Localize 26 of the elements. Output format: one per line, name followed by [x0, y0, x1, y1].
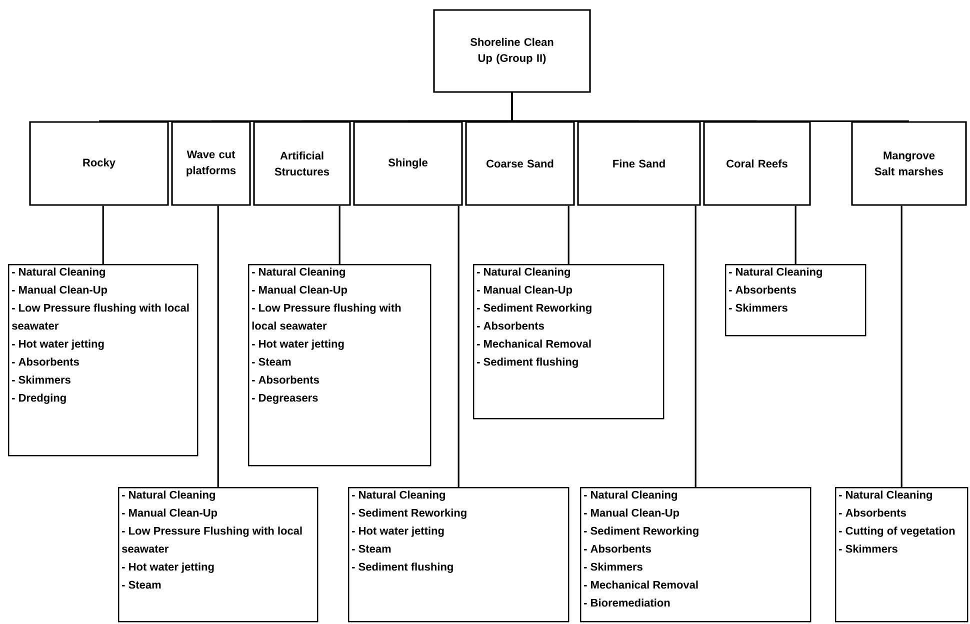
connector-line [102, 206, 104, 264]
connector-line [458, 206, 460, 487]
method-list-box: - Natural Cleaning - Manual Clean-Up - Sediment Reworking - Absorbents - Mechanical Removal - Sediment flushing [473, 264, 664, 420]
category-box: Mangrove Salt marshes [851, 121, 967, 206]
method-list-box: - Natural Cleaning - Sediment Reworking - Hot water jetting - Steam - Sediment flushing [348, 487, 570, 622]
connector-line [568, 206, 570, 264]
connector-line [794, 206, 796, 264]
category-box: Fine Sand [577, 121, 701, 206]
connector-line [900, 206, 902, 487]
connector-line [511, 92, 909, 122]
method-list-box: - Natural Cleaning - Manual Clean-Up - Low Pressure Flushing with local seawater - Hot water jetting - Steam [118, 487, 318, 622]
root-box: Shoreline Clean Up (Group II) [433, 9, 591, 93]
category-box: Rocky [29, 121, 169, 206]
method-list-box: - Natural Cleaning - Absorbents - Skimmers [725, 264, 866, 336]
method-list-box: - Natural Cleaning - Absorbents - Cutting of vegetation - Skimmers [835, 487, 968, 622]
connector-line [338, 206, 340, 264]
category-box: Coral Reefs [703, 121, 811, 206]
category-box: Shingle [353, 121, 463, 206]
method-list-box: - Natural Cleaning - Manual Clean-Up - Low Pressure flushing with local seawater - Hot water jetting - Absorbents - Skimmers - Dredging [8, 264, 198, 456]
category-box: Wave cut platforms [171, 121, 251, 206]
category-box: Artificial Structures [253, 121, 351, 206]
method-list-box: - Natural Cleaning - Manual Clean-Up - Low Pressure flushing with local seawater - Hot water jetting - Steam - Absorbents - Degreasers [248, 264, 432, 466]
method-list-box: - Natural Cleaning - Manual Clean-Up - Sediment Reworking - Absorbents - Skimmers - Mechanical Removal - Bioremediation [580, 487, 812, 622]
connector-line [694, 206, 696, 487]
connector-line [217, 206, 219, 487]
category-box: Coarse Sand [465, 121, 575, 206]
